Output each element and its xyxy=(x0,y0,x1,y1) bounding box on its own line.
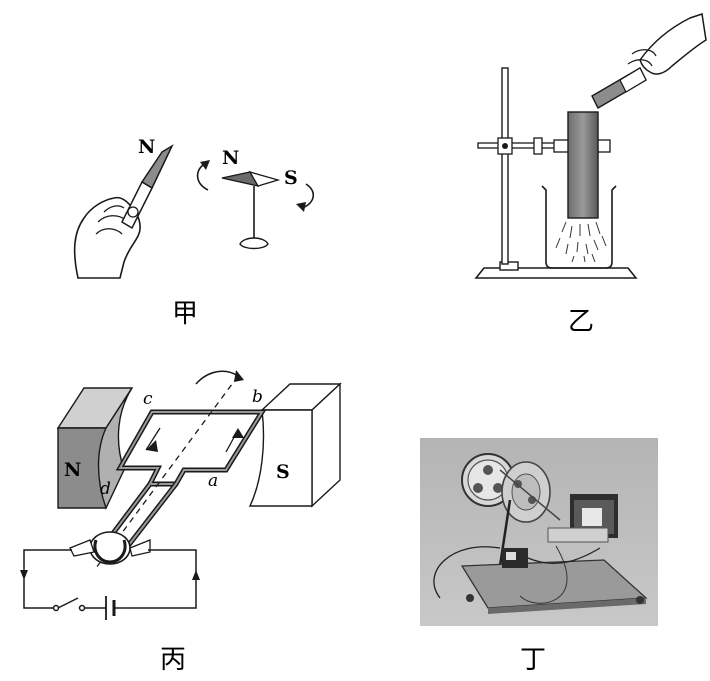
caption-bing: 丙 xyxy=(160,645,186,675)
magnet-s-label: S xyxy=(276,461,290,483)
rotation-arrow-bing xyxy=(195,370,239,385)
iron-rod xyxy=(567,111,599,219)
magnet-pole-label: N xyxy=(138,136,155,158)
caption-yi: 乙 xyxy=(568,307,594,337)
needle-south-label: S xyxy=(284,167,298,189)
circuit-arrow-right xyxy=(192,570,200,580)
panel-bing: N S xyxy=(20,370,342,675)
compass-needle xyxy=(221,170,281,250)
bar-magnet-jia xyxy=(121,144,174,230)
magnet-n-block xyxy=(56,387,134,510)
panel-yi: 乙 xyxy=(474,13,707,337)
rotation-arrow-left xyxy=(196,163,209,191)
magnet-n-label: N xyxy=(64,459,81,481)
iron-filings xyxy=(555,221,607,263)
hand-yi xyxy=(639,13,707,75)
coil-label-d: d xyxy=(100,479,111,499)
beaker xyxy=(541,185,617,269)
caption-ding: 丁 xyxy=(520,645,546,675)
coil-label-a: a xyxy=(208,471,218,491)
coil xyxy=(106,409,267,548)
needle-north-label: N xyxy=(222,147,239,169)
current-arrow-left xyxy=(146,440,158,452)
bar-magnet-yi xyxy=(591,67,647,109)
circuit-arrow-left xyxy=(20,570,28,580)
coil-label-b: b xyxy=(252,387,263,407)
coil-label-c: c xyxy=(143,389,153,409)
magnet-s-block xyxy=(248,382,342,508)
panel-jia: N N S 甲 xyxy=(73,136,314,329)
commutator xyxy=(69,531,151,565)
caption-jia: 甲 xyxy=(172,299,198,329)
stand-rod xyxy=(501,67,509,265)
panel-ding: 丁 xyxy=(420,438,658,675)
